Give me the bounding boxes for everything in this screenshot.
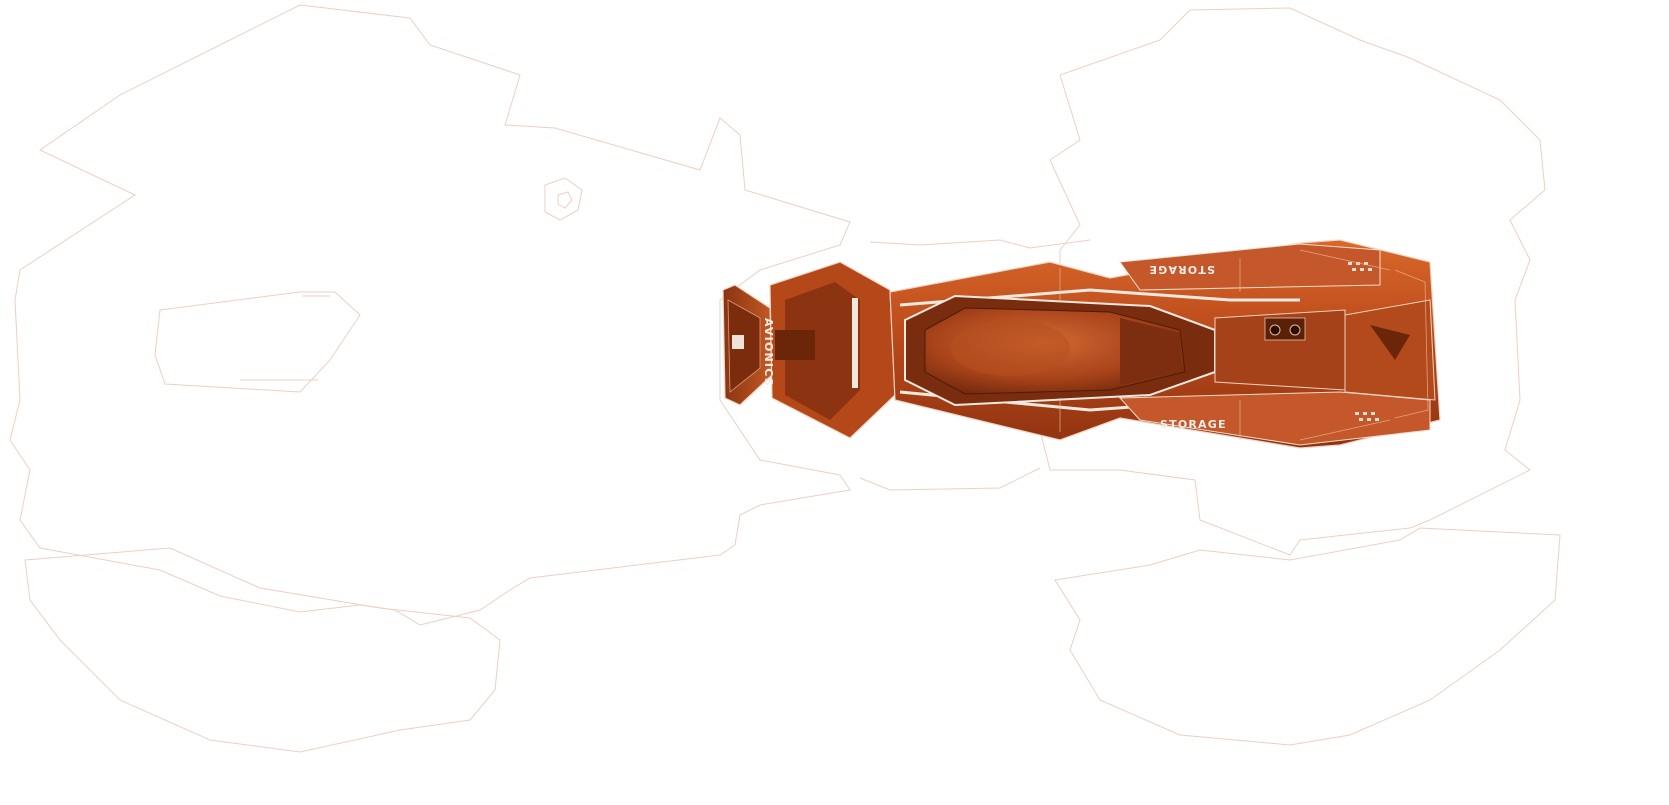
nose-logo-icon xyxy=(732,335,744,349)
vehicle-body-texture: AVIONICS STORAGE STORAGE xyxy=(722,239,1441,449)
avionics-label: AVIONICS xyxy=(762,318,775,387)
uv-outline-small-plate xyxy=(154,291,361,393)
vent-grille-bottom-icon xyxy=(1355,412,1379,421)
uv-outline-plate-detail xyxy=(240,295,330,381)
uv-outline-left-upper xyxy=(9,4,851,626)
storage-panel-bottom xyxy=(1118,391,1431,446)
vent-grille-top-icon xyxy=(1348,262,1372,271)
uv-outline-right-lower xyxy=(1054,527,1561,746)
uv-outline-bolt-inner xyxy=(557,191,573,209)
storage-label-bottom: STORAGE xyxy=(1160,418,1227,431)
uv-outline-center-top xyxy=(869,239,1091,249)
uv-outline-left-lower xyxy=(24,547,501,753)
uv-outline-group xyxy=(9,4,1561,753)
uv-outline-center-bottom xyxy=(859,467,1041,491)
uv-outline-bolt-patch xyxy=(544,177,583,221)
storage-label-top: STORAGE xyxy=(1148,263,1215,276)
